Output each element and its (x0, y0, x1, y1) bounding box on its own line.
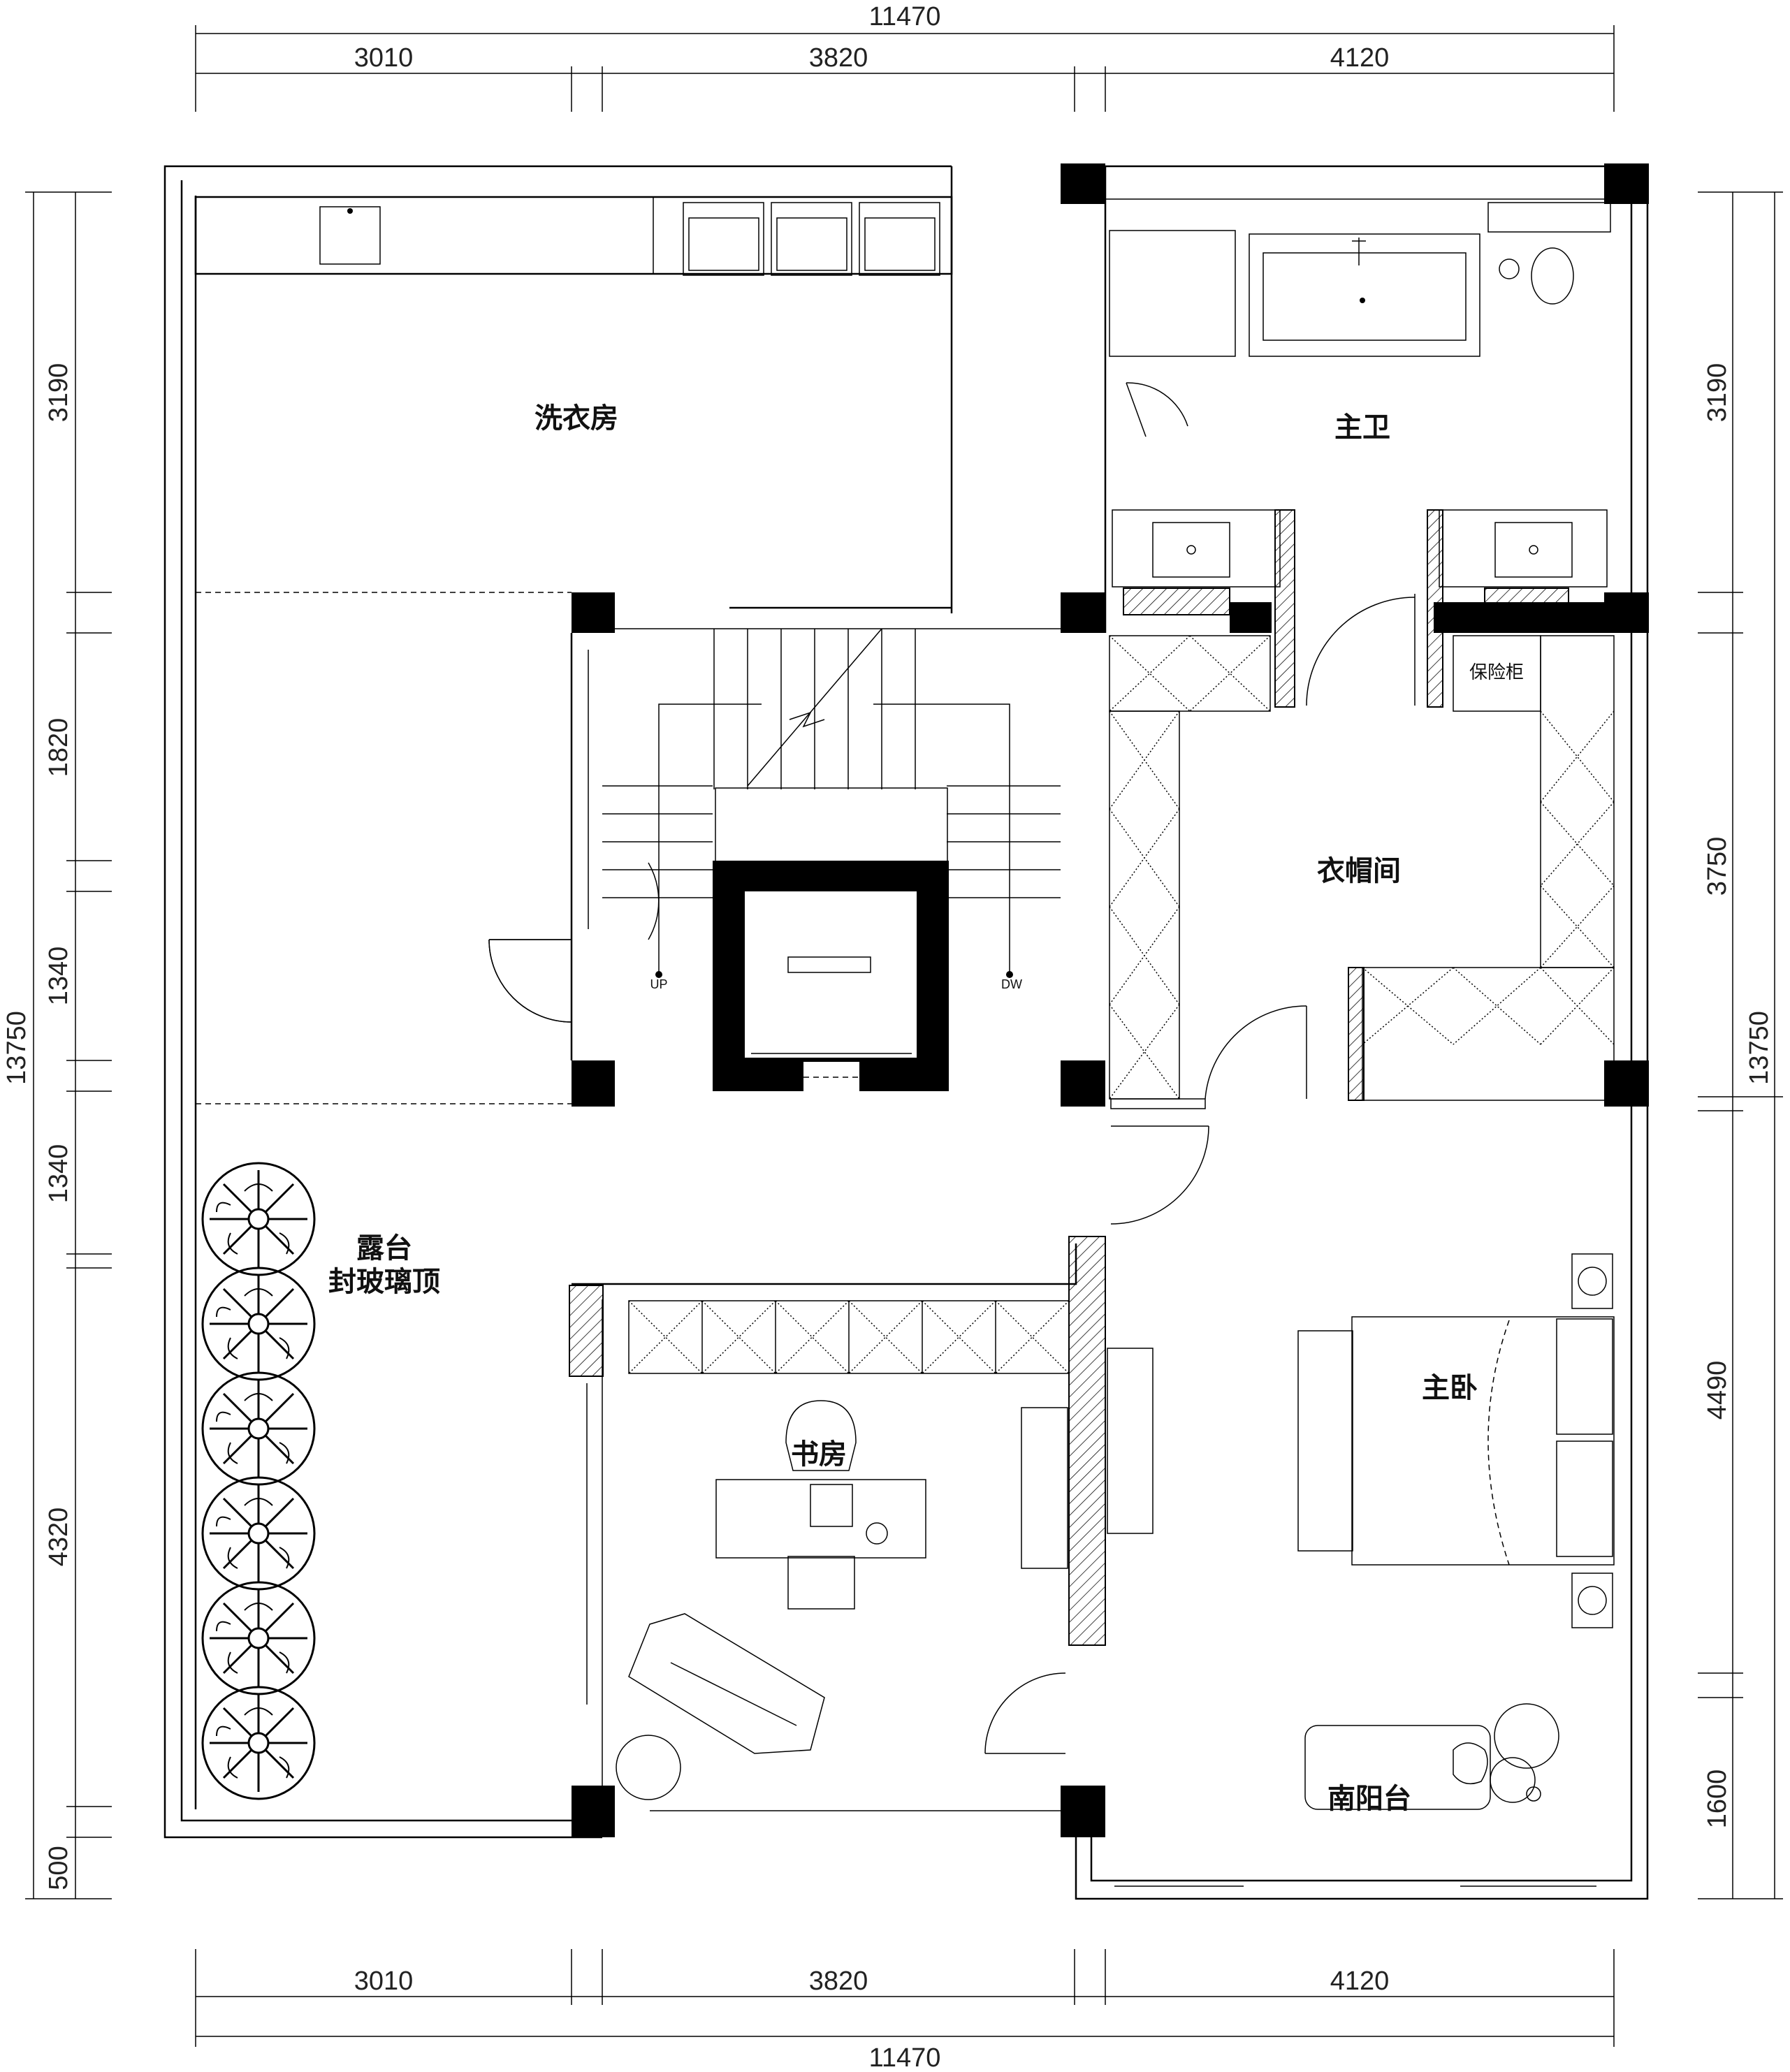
top-dimensions: 11470 3010 3820 4120 (195, 2, 1615, 112)
lounge-chair (628, 1613, 825, 1754)
chaise-lounge (1304, 1725, 1491, 1810)
bath-door-swing[interactable] (1126, 382, 1188, 437)
room-label-study: 书房 (791, 1438, 847, 1471)
left-dimensions: 13750 3190 1820 1340 1340 4320 500 (2, 191, 112, 1899)
tree-icon (201, 1476, 316, 1591)
round-side-table (616, 1735, 681, 1800)
left-dim-3: 1340 (44, 947, 73, 1006)
elevator-shaft (713, 787, 949, 1093)
safe-label: 保险柜 (1469, 662, 1524, 683)
room-label-south-balcony: 南阳台 (1327, 1783, 1411, 1815)
closet-wardrobes-right (1540, 635, 1615, 968)
stair-treads (602, 628, 1061, 978)
top-dim-2: 3820 (809, 43, 868, 73)
nightstand-top (1571, 1253, 1613, 1309)
right-dim-1: 3190 (1703, 363, 1732, 423)
left-dim-5: 4320 (44, 1508, 73, 1567)
lounge-cushion (1453, 1742, 1488, 1785)
closet-door-bottom[interactable] (1205, 1005, 1307, 1100)
left-total-dim: 13750 (2, 1011, 31, 1085)
left-dim-6: 500 (44, 1846, 73, 1890)
left-dim-1: 3190 (44, 363, 73, 423)
right-dim-4: 1600 (1703, 1770, 1732, 1829)
bottom-dim-3: 4120 (1330, 1967, 1390, 1996)
top-dim-3: 4120 (1330, 43, 1390, 73)
structural-columns (572, 163, 1649, 1837)
toilet-icon (1531, 247, 1574, 305)
top-dim-1: 3010 (354, 43, 414, 73)
stair-down-label: DW (1001, 977, 1022, 991)
laundry-room: 洗衣房 (194, 196, 953, 609)
tree-icon (201, 1162, 316, 1276)
bottom-total-dim: 11470 (869, 2043, 941, 2072)
terrace-door[interactable] (488, 939, 572, 1023)
vanity-right (1439, 509, 1608, 588)
tv-cabinet (1107, 1348, 1154, 1534)
outer-walls (163, 165, 1649, 1900)
study-door[interactable] (984, 1672, 1066, 1754)
study-side-cabinet (1021, 1407, 1068, 1569)
right-dim-3: 4490 (1703, 1361, 1732, 1420)
south-balcony: 南阳台 (1114, 1703, 1596, 1887)
desk (715, 1479, 926, 1559)
nightstand-bottom (1571, 1573, 1613, 1628)
tree-icon (201, 1267, 316, 1381)
room-label-master-bath: 主卫 (1334, 411, 1390, 444)
left-dim-2: 1820 (44, 718, 73, 778)
lamp-icon (866, 1522, 888, 1545)
tree-icon (201, 1371, 316, 1486)
vanity-left (1112, 509, 1281, 588)
tree-icon (201, 1686, 316, 1800)
right-dim-2: 3750 (1703, 837, 1732, 896)
washer-dryer-icons (683, 202, 940, 276)
bottom-dim-1: 3010 (354, 1967, 414, 1996)
bottom-dim-2: 3820 (809, 1967, 868, 1996)
study-room: 书房 (569, 1236, 1106, 1811)
round-table-1 (1494, 1703, 1559, 1769)
tree-icon (201, 1581, 316, 1695)
room-label-terrace-glass-roof: 封玻璃顶 (328, 1266, 440, 1298)
closet-door-left[interactable] (1306, 594, 1416, 706)
study-cabinets (628, 1300, 1070, 1374)
bedroom-door[interactable] (1110, 1125, 1209, 1225)
round-table-2 (1490, 1757, 1536, 1803)
bathtub (1249, 233, 1480, 357)
right-total-dim: 13750 (1745, 1011, 1774, 1085)
closet-wardrobes-left (1109, 635, 1271, 1100)
room-label-terrace: 露台 (356, 1232, 412, 1264)
bed (1351, 1316, 1615, 1566)
master-bathroom: 主卫 (1104, 166, 1614, 708)
left-dim-4: 1340 (44, 1144, 73, 1204)
safe-cabinet (1453, 635, 1541, 712)
room-label-laundry: 洗衣房 (534, 402, 618, 435)
room-label-master-bedroom: 主卧 (1422, 1372, 1478, 1404)
right-dimensions: 3190 3750 13750 4490 1600 (1698, 191, 1783, 1899)
sink-icon (319, 206, 381, 265)
toilet-cistern (1487, 202, 1611, 233)
closet-wardrobes-bottom (1362, 967, 1615, 1101)
master-bedroom: 主卧 (1107, 1125, 1615, 1628)
stair-up-label: UP (650, 977, 667, 991)
desk-chair (785, 1400, 857, 1471)
top-total-dim: 11470 (869, 2, 941, 31)
terrace: 露台 封玻璃顶 (201, 1162, 440, 1800)
shower-stall (1109, 230, 1236, 357)
walk-in-closet: 保险柜 衣帽间 (1109, 594, 1615, 1109)
bottom-dimensions: 3010 3820 4120 11470 (195, 1949, 1615, 2072)
room-label-closet: 衣帽间 (1317, 855, 1401, 887)
staircase: UP DW (488, 628, 1061, 1093)
